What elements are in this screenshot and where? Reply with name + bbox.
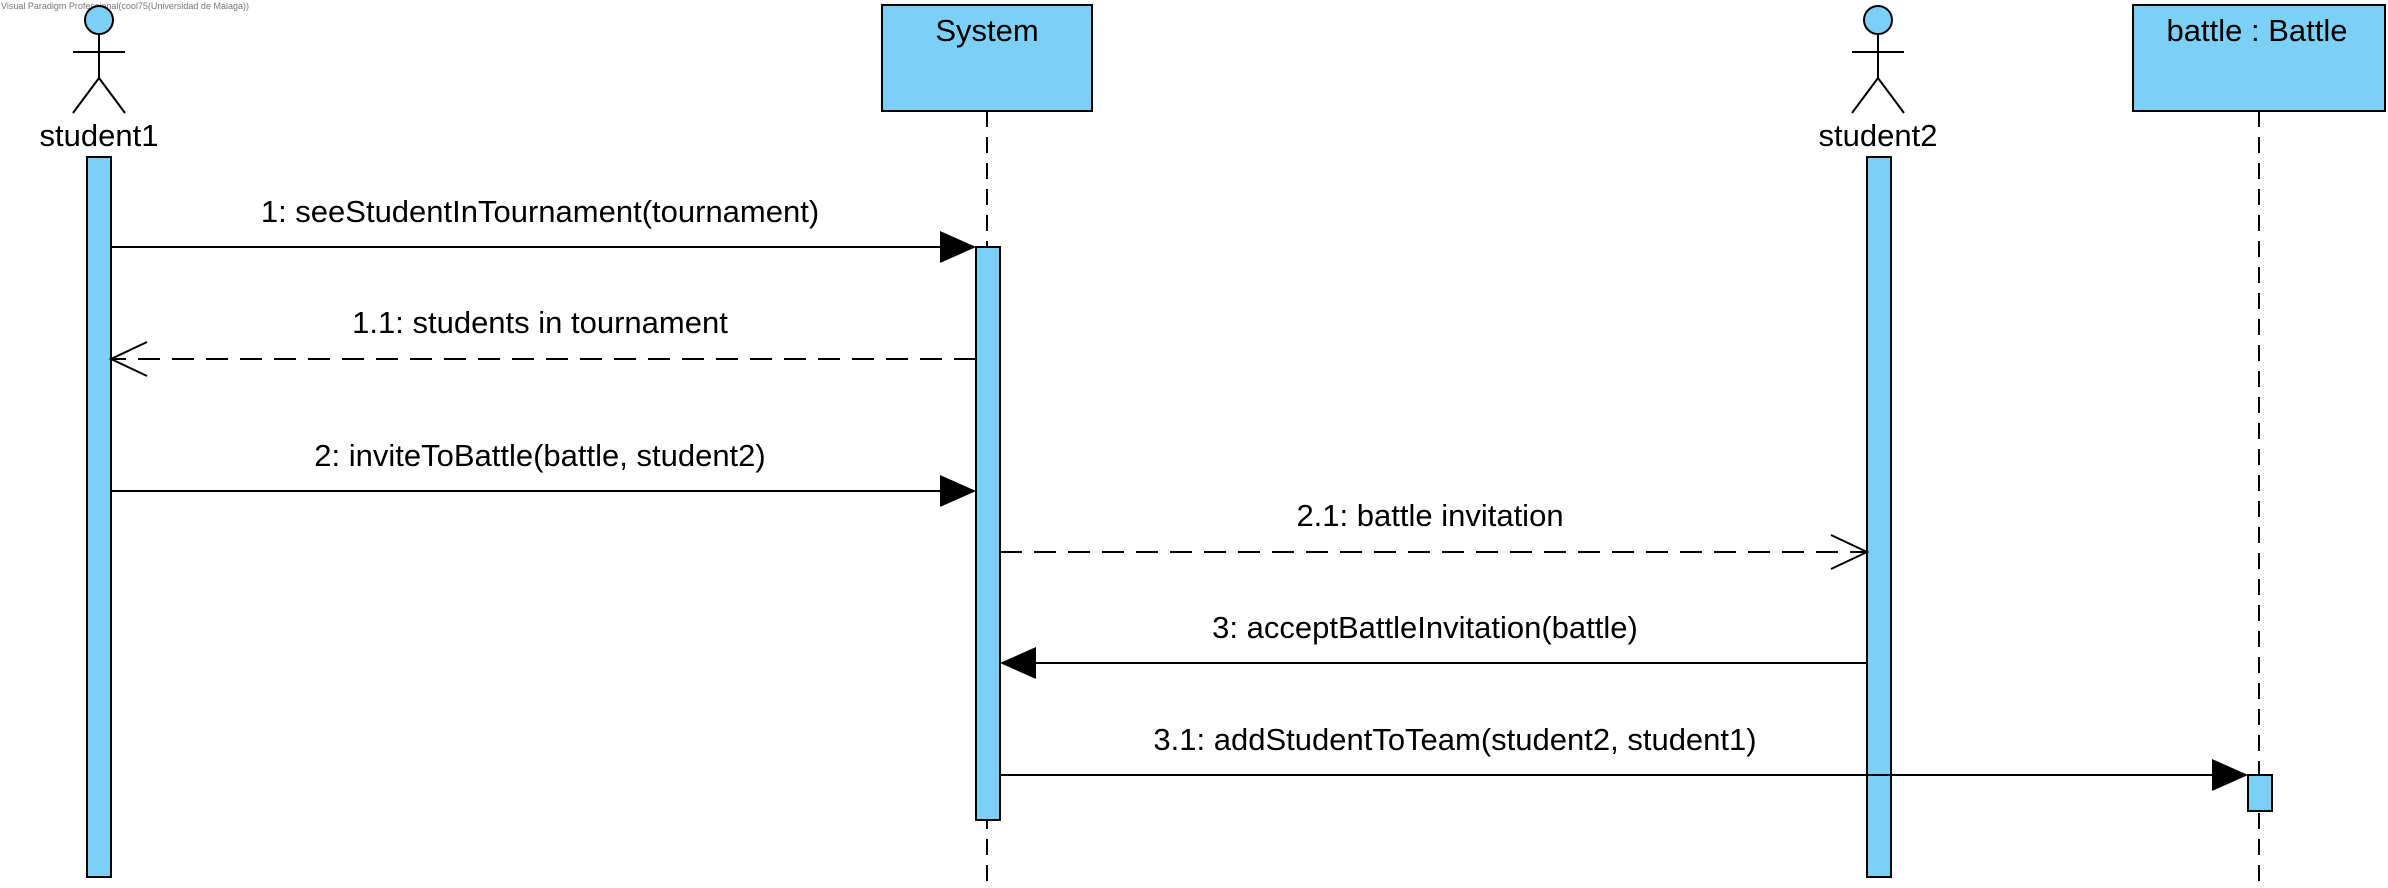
participant-label-student2: student2 (1819, 118, 1938, 153)
message-label-1-1: 1.1: students in tournament (352, 305, 728, 340)
participant-battle[interactable]: battle : Battle (2132, 4, 2386, 112)
open-arrowhead-icon (1830, 534, 1870, 570)
filled-arrowhead-icon (940, 475, 976, 507)
message-2[interactable]: 2: inviteToBattle(battle, student2) (111, 438, 976, 507)
message-label-3-1: 3.1: addStudentToTeam(student2, student1… (1153, 722, 1756, 757)
filled-arrowhead-icon (940, 231, 976, 263)
watermark: Visual Paradigm Professional(cool75(Univ… (1, 1, 249, 11)
open-arrowhead-icon (108, 341, 148, 377)
participant-label-battle: battle : Battle (2167, 13, 2348, 48)
activation-bar-student2 (1866, 156, 1892, 878)
activation-bar-student1 (86, 156, 112, 878)
filled-arrowhead-icon (1000, 647, 1036, 679)
activation-bar-system (975, 246, 1001, 821)
message-1[interactable]: 1: seeStudentInTournament(tournament) (111, 194, 976, 263)
message-label-1: 1: seeStudentInTournament(tournament) (261, 194, 819, 229)
message-2-1[interactable]: 2.1: battle invitation (1000, 498, 1870, 570)
message-label-2-1: 2.1: battle invitation (1296, 498, 1563, 533)
filled-arrowhead-icon (2212, 759, 2248, 791)
participant-label-system: System (935, 13, 1038, 48)
participant-student2[interactable]: student2 (1819, 5, 1938, 153)
actor-icon (72, 5, 126, 114)
participant-system[interactable]: System (881, 4, 1093, 112)
message-label-3: 3: acceptBattleInvitation(battle) (1212, 610, 1638, 645)
message-1-1[interactable]: 1.1: students in tournament (108, 305, 976, 377)
participant-box-system (881, 4, 1093, 112)
message-label-2: 2: inviteToBattle(battle, student2) (314, 438, 765, 473)
actor-icon (1851, 5, 1905, 114)
message-3[interactable]: 3: acceptBattleInvitation(battle) (1000, 610, 1867, 679)
participant-student1[interactable]: student1 (40, 5, 159, 153)
activation-bar-battle (2247, 774, 2273, 812)
message-3-1[interactable]: 3.1: addStudentToTeam(student2, student1… (1000, 722, 2248, 791)
participant-label-student1: student1 (40, 118, 159, 153)
